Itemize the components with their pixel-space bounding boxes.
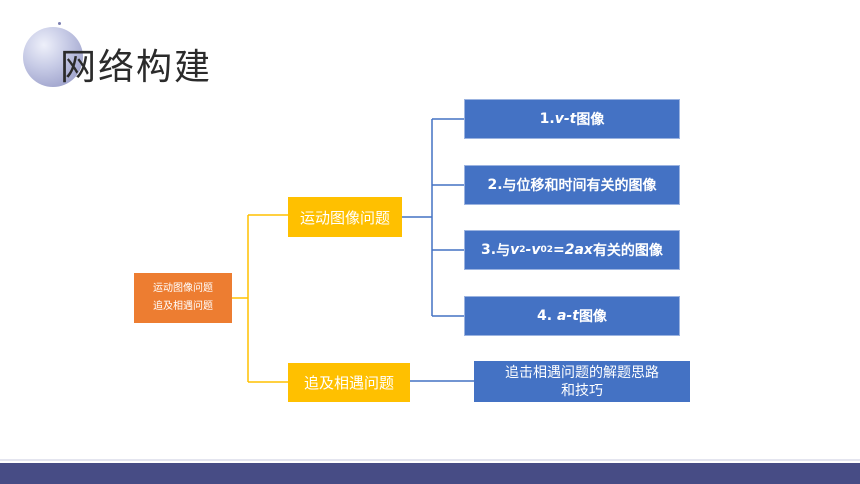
- leaf-1-num: 1.: [539, 111, 555, 127]
- leaf-3-prefix: 与: [496, 243, 511, 259]
- page-title: 网络构建: [60, 47, 213, 88]
- leaf-3-formula-sub: 0: [540, 245, 547, 255]
- footer-divider: [0, 459, 860, 461]
- footer-bar: [0, 463, 860, 484]
- leaf-node-displacement-time: 2.与位移和时间有关的图像: [464, 165, 680, 205]
- root-line-1: 运动图像问题: [153, 283, 213, 294]
- leaf-3-formula-sup: 2: [519, 245, 526, 255]
- leaf-node-pursuit-strategy: 追击相遇问题的解题思路 和技巧: [474, 361, 690, 402]
- leaf-3-formula-mid: -v: [525, 242, 541, 258]
- branch-node-pursuit-problems: 追及相遇问题: [288, 363, 410, 402]
- leaf-3-num: 3.: [481, 242, 497, 258]
- leaf-5-line-1: 追击相遇问题的解题思路: [505, 364, 659, 381]
- root-line-2: 追及相遇问题: [153, 301, 213, 312]
- decorative-dot: [58, 22, 61, 25]
- leaf-4-var: a-t: [556, 308, 579, 324]
- branch-node-motion-graphs: 运动图像问题: [288, 197, 402, 237]
- leaf-2-text: 与位移和时间有关的图像: [502, 178, 657, 194]
- leaf-3-suffix: 有关的图像: [592, 243, 663, 259]
- leaf-5-line-2: 和技巧: [561, 382, 603, 399]
- leaf-4-num: 4.: [537, 308, 553, 324]
- leaf-3-formula-sup2: 2: [546, 245, 553, 255]
- leaf-3-formula-rest: =2ax: [552, 242, 593, 258]
- leaf-1-suffix: 图像: [576, 112, 605, 128]
- leaf-2-num: 2.: [487, 177, 503, 193]
- root-node: 运动图像问题 追及相遇问题: [134, 273, 232, 323]
- leaf-1-var: v-t: [554, 111, 577, 127]
- leaf-3-formula-v: v: [510, 242, 520, 258]
- leaf-4-suffix: 图像: [578, 309, 607, 325]
- decorative-circle: [23, 27, 83, 87]
